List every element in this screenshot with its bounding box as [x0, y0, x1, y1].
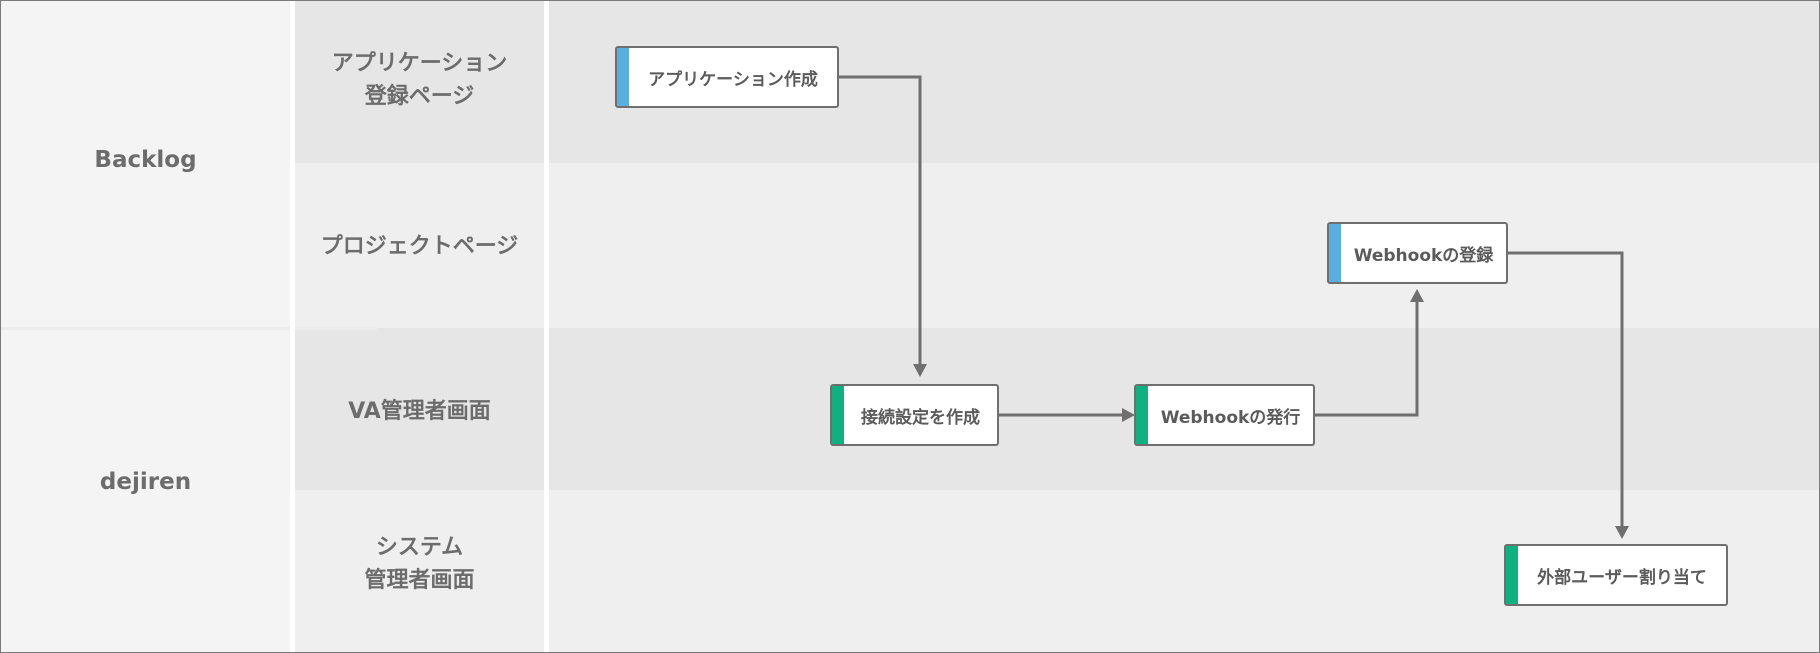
arrowhead-down: [913, 364, 927, 377]
connector-issue-webhook-to-register-webhook: [1315, 301, 1419, 417]
lane-band-va-admin: [295, 328, 1819, 490]
arrowhead-up: [1410, 289, 1424, 302]
lane-band-app-registration: [295, 1, 1819, 163]
lane-label-line-2: 登録ページ: [364, 84, 475, 109]
arrowhead-down: [1615, 526, 1629, 539]
node-label: 外部ユーザー割り当て: [1537, 567, 1707, 588]
lane-label-va-admin: VA管理者画面: [348, 399, 491, 424]
dejiren-accent-stripe: [1506, 546, 1518, 604]
dejiren-accent-stripe: [1136, 386, 1148, 444]
node-label: Webhookの発行: [1160, 407, 1301, 428]
group-label-backlog: Backlog: [94, 147, 197, 173]
backlog-accent-stripe: [1329, 224, 1341, 282]
node-create-connection[interactable]: 接続設定を作成: [830, 384, 999, 446]
node-label: 接続設定を作成: [861, 407, 980, 428]
group-divider: [1, 327, 377, 330]
node-label: Webhookの登録: [1353, 245, 1494, 266]
connector-create-app-to-create-connection: [839, 75, 922, 365]
lane-label-project-page: プロジェクトページ: [320, 234, 519, 259]
lane-label-line-1: システム: [375, 535, 464, 560]
lane-band-project-page: [295, 163, 1819, 328]
group-label-dejiren: dejiren: [99, 469, 192, 495]
lane-label-system-admin: システム 管理者画面: [295, 531, 544, 597]
dejiren-accent-stripe: [832, 386, 844, 444]
node-issue-webhook[interactable]: Webhookの発行: [1134, 384, 1315, 446]
lane-label-line-1: アプリケーション: [331, 51, 508, 76]
connector-register-webhook-to-assign-user: [1508, 251, 1624, 527]
group-lane-divider: [290, 1, 295, 652]
group-column: [1, 1, 290, 652]
backlog-accent-stripe: [617, 48, 629, 106]
node-label: アプリケーション作成: [648, 69, 818, 90]
node-register-webhook[interactable]: Webhookの登録: [1327, 222, 1508, 284]
arrowhead-right: [1122, 408, 1135, 422]
lane-label-line-2: 管理者画面: [364, 568, 475, 593]
lane-label-app-registration: アプリケーション 登録ページ: [295, 47, 544, 113]
node-assign-external-user[interactable]: 外部ユーザー割り当て: [1504, 544, 1728, 606]
lane-content-divider: [544, 1, 549, 652]
node-create-app[interactable]: アプリケーション作成: [615, 46, 839, 108]
